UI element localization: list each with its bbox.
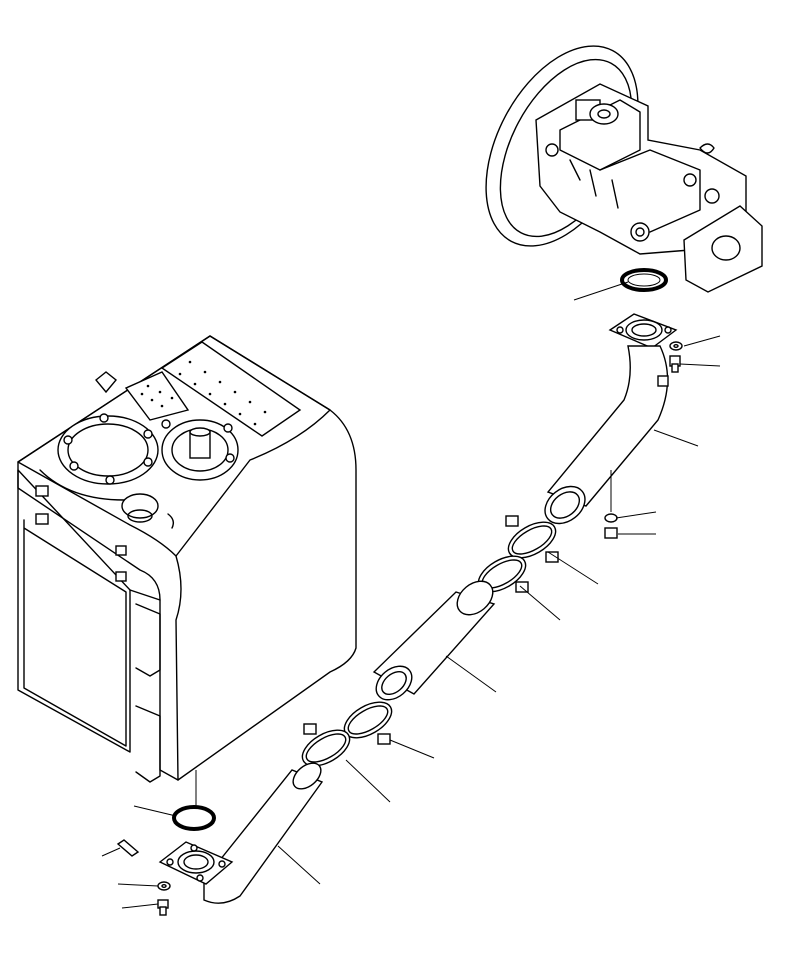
elbow-washer	[669, 341, 683, 351]
lower-hose-clamp-2	[301, 723, 351, 767]
drain-plug	[604, 527, 618, 539]
tank-suction-elbow	[158, 762, 324, 904]
elbow-bolt	[669, 355, 681, 373]
upper-hose-clamp-2	[477, 555, 529, 593]
tank-bolt	[157, 899, 169, 916]
tank-stud	[116, 839, 140, 857]
pump-o-ring	[620, 268, 668, 292]
tank-washer	[157, 881, 171, 891]
upper-hose-clamp-1	[505, 515, 559, 563]
hydraulic-pump	[485, 45, 763, 293]
drain-washer	[604, 513, 618, 523]
leader-lines	[101, 281, 721, 909]
lower-hose-clamp-1	[343, 701, 393, 745]
pump-suction-elbow	[544, 313, 678, 525]
suction-hose	[372, 580, 496, 701]
tank-o-ring	[172, 805, 216, 831]
hydraulic-tank	[17, 335, 357, 783]
